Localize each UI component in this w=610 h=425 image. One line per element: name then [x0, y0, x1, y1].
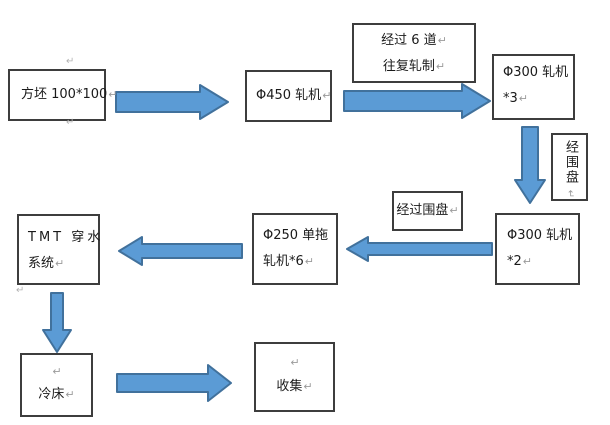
node-mill300x3-line2: *3↵: [503, 86, 573, 112]
node-collect-line2: 收集↵: [256, 375, 333, 399]
return-mark: ↵: [52, 365, 62, 378]
node-label: *2: [507, 254, 522, 269]
node-label: Φ450 轧机: [256, 88, 322, 103]
node-mill250-line1: Φ250 单拖: [263, 223, 336, 249]
node-tmt-line1: TMT 穿水: [28, 225, 100, 251]
return-mark: ↵: [108, 88, 118, 101]
return-mark: ↵: [55, 257, 65, 270]
node-mill450-line: Φ450 轧机↵: [256, 83, 332, 109]
return-mark: ↵: [437, 34, 447, 47]
node-label: Φ250 单拖: [263, 228, 329, 243]
node-billet-line: 方坯 100*100↵: [21, 82, 117, 108]
note-passes-line2: 往复轧制↵: [354, 54, 474, 80]
node-label: 轧机*6: [263, 254, 304, 269]
return-mark: ↵: [65, 388, 75, 401]
node-label: 方坯 100*100: [21, 87, 108, 102]
return-mark: ↵: [522, 255, 532, 268]
arrow-mill250-to-tmt: [118, 236, 243, 266]
node-collect: ↵ 收集↵: [254, 342, 335, 412]
node-cooling-bed-line2: 冷床↵: [22, 383, 91, 406]
node-label: 收集: [276, 379, 303, 394]
node-cooling-bed: ↵ 冷床↵: [20, 353, 93, 417]
arrow-mill450-to-mill300x3: [343, 83, 491, 119]
node-tmt: TMT 穿水 系统↵: [17, 214, 100, 285]
node-mill300x2: Φ300 轧机 *2↵: [495, 213, 580, 285]
node-label: Φ300 轧机: [507, 228, 573, 243]
stray-return-mark: ↵: [66, 117, 75, 128]
node-mill450: Φ450 轧机↵: [245, 70, 332, 122]
node-mill300x2-line2: *2↵: [507, 249, 578, 275]
note-passes: 经过 6 道↵ 往复轧制↵: [352, 23, 476, 83]
return-mark: ↵: [304, 255, 314, 268]
node-mill300x3-line1: Φ300 轧机: [503, 60, 573, 86]
note-loop-line: 经过围盘↵: [394, 199, 461, 223]
node-tmt-line2: 系统↵: [28, 251, 98, 277]
note-loop-vertical: 经围盘 ↵: [551, 133, 588, 201]
stray-return-mark: ↵: [16, 285, 25, 296]
node-label: 冷床: [38, 387, 65, 402]
node-label: 系统: [28, 256, 55, 271]
stray-return-mark: ↵: [66, 56, 75, 67]
arrow-billet-to-mill450: [115, 84, 229, 120]
note-label: 经围盘: [562, 140, 578, 185]
return-mark: ↵: [322, 89, 332, 102]
return-mark: ↵: [564, 189, 576, 199]
note-passes-line1: 经过 6 道↵: [354, 28, 474, 54]
note-label: 往复轧制: [382, 59, 435, 74]
node-label: TMT 穿水: [28, 230, 104, 245]
return-mark: ↵: [435, 60, 446, 73]
node-mill250-line2: 轧机*6↵: [263, 249, 336, 275]
note-label: 经过围盘: [396, 203, 449, 218]
return-mark: ↵: [449, 204, 459, 217]
node-cooling-bed-line1: ↵: [22, 360, 91, 383]
arrow-cooling-bed-to-collect: [116, 364, 232, 402]
node-label: Φ300 轧机: [503, 65, 569, 80]
node-mill300x3: Φ300 轧机 *3↵: [492, 54, 575, 120]
note-label: 经过 6 道: [381, 33, 437, 48]
return-mark: ↵: [303, 380, 313, 393]
node-label: *3: [503, 91, 518, 106]
arrow-mill300x3-to-mill300x2: [514, 126, 546, 204]
note-loop: 经过围盘↵: [392, 191, 463, 231]
return-mark: ↵: [518, 92, 528, 105]
node-mill300x2-line1: Φ300 轧机: [507, 223, 578, 249]
arrow-tmt-to-cooling-bed: [42, 292, 72, 353]
node-billet: 方坯 100*100↵: [8, 69, 117, 121]
node-mill250: Φ250 单拖 轧机*6↵: [252, 213, 338, 285]
return-mark: ↵: [290, 356, 300, 369]
node-collect-line1: ↵: [256, 351, 333, 375]
arrow-mill300x2-to-mill250: [346, 236, 493, 262]
